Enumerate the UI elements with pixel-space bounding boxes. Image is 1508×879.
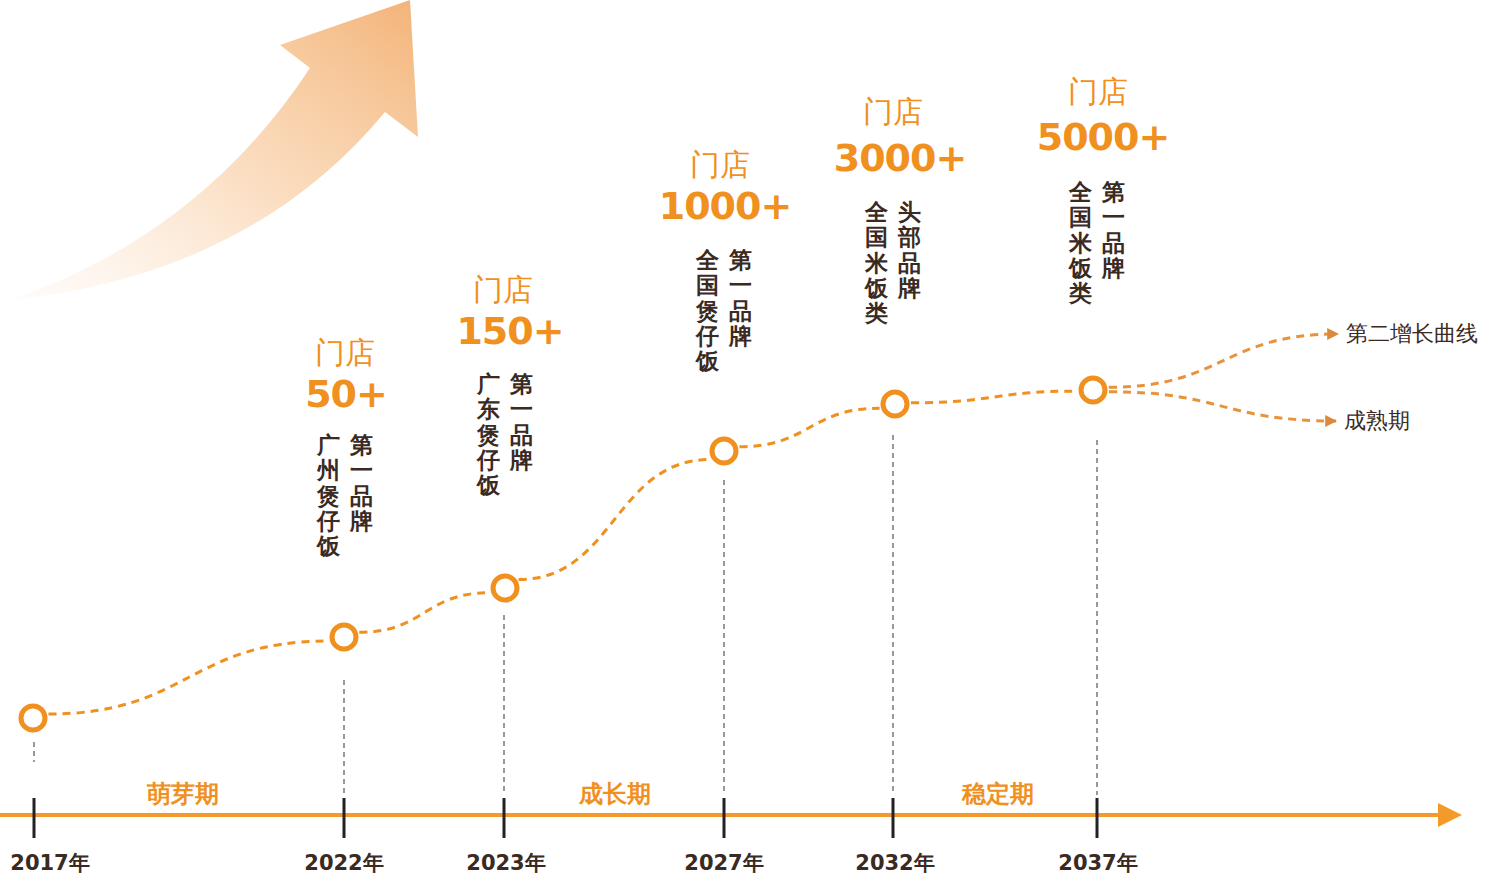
milestone-dot: 2017年 [18,703,48,733]
axis-tick [33,798,36,838]
year-label: 2022年 [304,853,383,874]
leader-line [723,480,724,795]
store-heading: 门店 [473,275,533,305]
milestone-circle [880,389,910,419]
brand-column: 广州煲仔饭 [317,433,340,559]
leader-line [33,742,34,762]
milestone-dot: 门店5000+全国米饭类第一品牌2037年 [1078,375,1108,405]
leader-line [1096,440,1097,795]
brand-column: 全国米饭类 [1069,180,1092,306]
store-count: 5000+ [1037,118,1170,156]
store-heading: 门店 [690,150,750,180]
growth-curve [739,408,879,447]
milestone-dot: 门店150+广东煲仔饭第一品牌2023年 [490,573,520,603]
store-count: 50+ [305,375,387,413]
brand-column: 全国米饭类 [865,200,888,326]
store-count: 1000+ [659,187,792,225]
store-heading: 门店 [863,97,923,127]
outcome-text: 第二增长曲线 [1346,321,1478,347]
milestone-circle [18,703,48,733]
milestone-circle [329,622,359,652]
leader-line [892,435,893,795]
branch-arrow [1109,392,1336,421]
brand-column: 第一品牌 [729,248,752,349]
leader-line [503,615,504,795]
axis-arrowhead [1438,803,1462,827]
axis-tick [503,798,506,838]
brand-column: 第一品牌 [350,433,373,534]
brand-column: 头部品牌 [898,200,921,301]
year-label: 2027年 [684,853,763,874]
year-label: 2023年 [466,853,545,874]
store-count: 150+ [456,312,563,350]
year-label: 2032年 [855,853,934,874]
milestone-ring [21,706,45,730]
milestone-circle [490,573,520,603]
axis-tick [892,798,895,838]
outcome-label: 第二增长曲线 [1346,321,1478,347]
brand-column: 广东煲仔饭 [477,372,500,498]
milestone-ring [332,625,356,649]
store-count: 3000+ [834,139,967,177]
growth-curve [359,593,489,633]
brand-column: 全国煲仔饭 [696,248,719,374]
branch-arrow [1109,334,1338,387]
year-label: 2017年 [10,853,89,874]
growth-curve [519,459,711,579]
leader-line [343,680,344,795]
milestone-ring [493,576,517,600]
outcome-text: 成熟期 [1344,408,1410,434]
store-heading: 门店 [1068,77,1128,107]
store-heading: 门店 [315,338,375,368]
milestone-ring [712,439,736,463]
outcome-label: 成熟期 [1344,408,1410,434]
axis-tick [343,798,346,838]
milestone-circle [1078,375,1108,405]
milestone-dot: 门店3000+全国米饭类头部品牌2032年 [880,389,910,419]
phase-label: 萌芽期 [147,782,219,806]
milestone-dot: 门店50+广州煲仔饭第一品牌2022年 [329,622,359,652]
year-label: 2037年 [1058,853,1137,874]
milestone-dot: 门店1000+全国煲仔饭第一品牌2027年 [709,436,739,466]
growth-arrow [10,0,418,300]
brand-column: 第一品牌 [1102,180,1125,281]
milestone-ring [1081,378,1105,402]
brand-column: 第一品牌 [510,372,533,473]
phase-label: 成长期 [579,782,651,806]
milestone-circle [709,436,739,466]
leader-lines [34,435,1097,795]
milestone-ring [883,392,907,416]
growth-curve [911,391,1077,403]
growth-curve [48,641,328,714]
time-axis [0,813,1442,817]
axis-tick [1096,798,1099,838]
phase-label: 稳定期 [962,782,1034,806]
axis-tick [723,798,726,838]
